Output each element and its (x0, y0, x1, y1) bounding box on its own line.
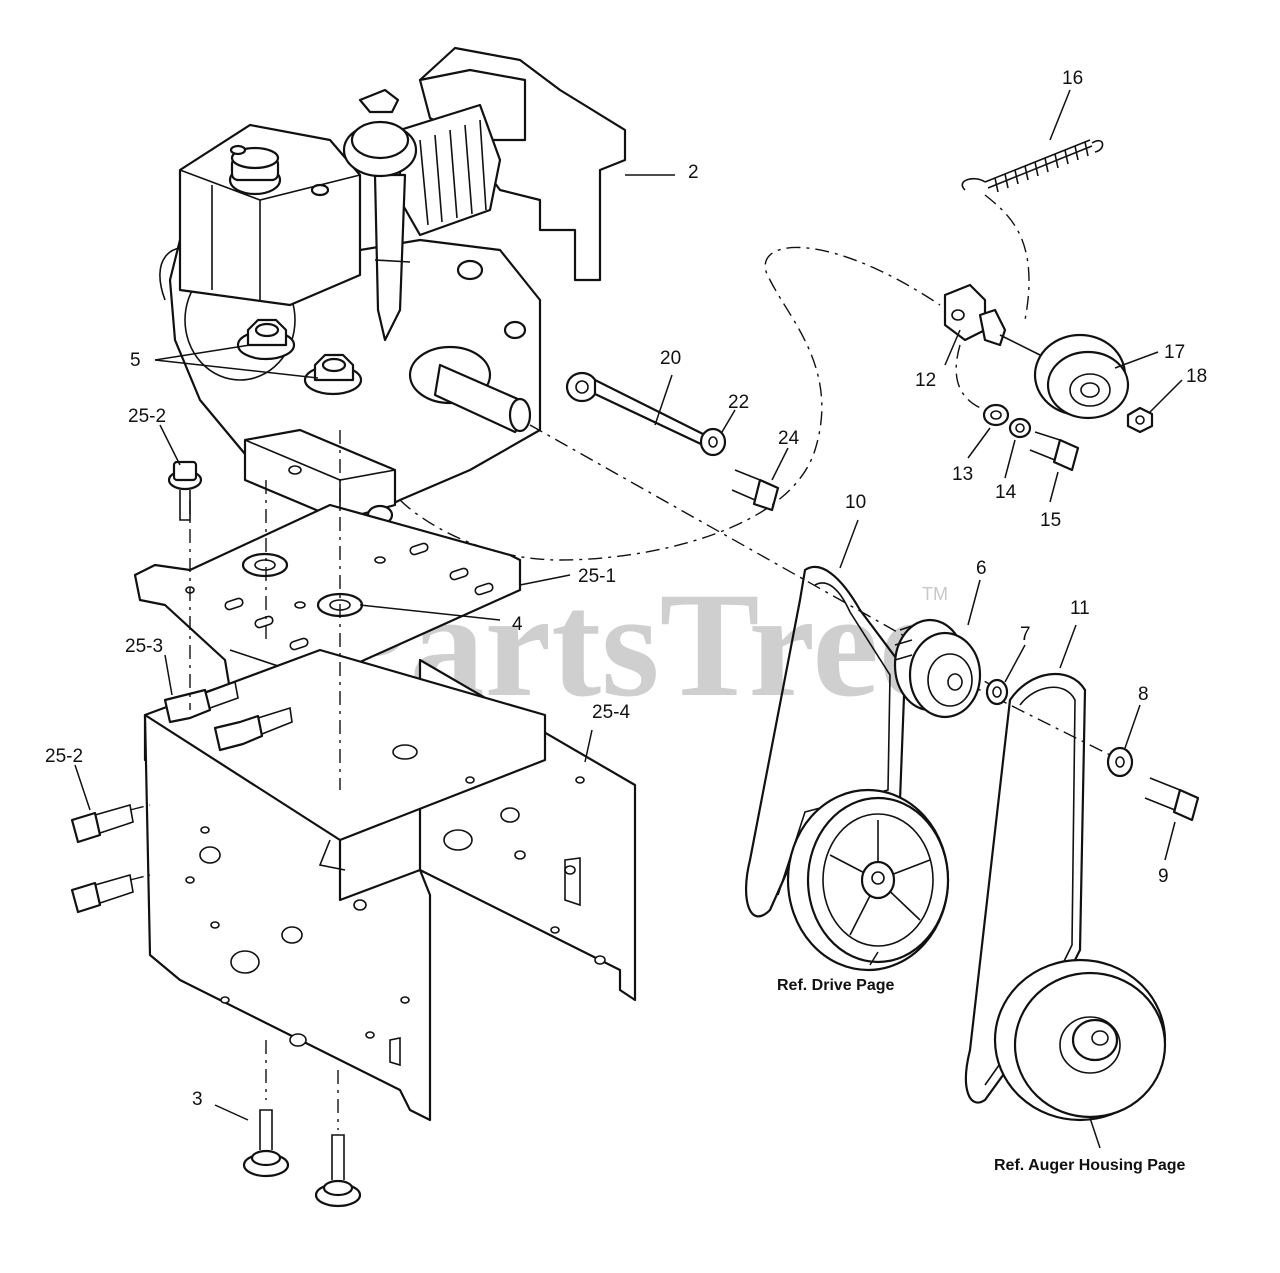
washer-22 (699, 427, 727, 457)
drive-pulley (786, 788, 950, 972)
callout-13: 13 (952, 464, 973, 485)
callout-25-4: 25-4 (592, 702, 630, 723)
callout-17: 17 (1164, 342, 1185, 363)
callout-25-1: 25-1 (578, 566, 616, 587)
callout-14: 14 (995, 482, 1017, 503)
idler-bracket-12 (943, 283, 1041, 356)
callout-12: 12 (915, 370, 936, 391)
callout-25-2-lower: 25-2 (45, 746, 83, 767)
crankshaft (408, 345, 532, 434)
bolt-24 (731, 469, 780, 512)
frame-holes (185, 744, 606, 1047)
callout-15: 15 (1040, 510, 1061, 531)
callout-6: 6 (976, 558, 987, 579)
extension-spring-16 (961, 139, 1104, 321)
callout-25-3: 25-3 (125, 636, 163, 657)
flange-nut-5 (236, 318, 363, 396)
callout-9: 9 (1158, 866, 1169, 887)
bolt-25-2-upper (167, 460, 203, 521)
callout-4: 4 (512, 614, 523, 635)
shaft-key-20 (565, 371, 707, 447)
bolt-15 (1029, 431, 1080, 472)
callout-5: 5 (130, 350, 141, 371)
auger-pulley (993, 958, 1167, 1122)
bolt-9 (1144, 777, 1200, 822)
callout-3: 3 (192, 1089, 203, 1110)
washer-8 (1106, 746, 1134, 778)
callout-20: 20 (660, 348, 681, 369)
engine-assembly (159, 46, 627, 526)
callout-24: 24 (778, 428, 800, 449)
callout-16: 16 (1062, 68, 1083, 89)
cylinder-fins (398, 103, 502, 237)
ref-drive-page: Ref. Drive Page (777, 977, 894, 994)
nut-18 (1126, 406, 1154, 434)
callout-7: 7 (1020, 624, 1031, 645)
reference-labels: Ref. Drive Page Ref. Auger Housing Page (777, 977, 1186, 1174)
callout-11: 11 (1070, 598, 1090, 619)
callout-25-2-upper: 25-2 (128, 406, 166, 427)
callout-18: 18 (1186, 366, 1207, 387)
bolt-25-2-lower (70, 803, 134, 914)
alignment-lines (129, 430, 341, 1130)
carriage-bolt-3 (242, 1109, 362, 1208)
leader-lines (74, 89, 1183, 1149)
spacer-13 (982, 403, 1010, 427)
watermark-trademark: TM (922, 584, 948, 604)
callout-2: 2 (688, 162, 699, 183)
idler-pulley-17 (1033, 333, 1130, 420)
callout-10: 10 (845, 492, 866, 513)
washer-14 (1008, 417, 1032, 439)
callout-8: 8 (1138, 684, 1149, 705)
frame-assembly (143, 648, 637, 1122)
engine-pulley-6 (893, 618, 982, 719)
bolt-25-3 (163, 680, 293, 752)
ref-auger-housing-page: Ref. Auger Housing Page (994, 1157, 1186, 1174)
callout-labels: 2 3 4 5 6 7 8 9 10 11 12 13 14 15 16 17 … (45, 68, 1207, 1110)
callout-22: 22 (728, 392, 749, 413)
washer-7 (985, 678, 1009, 706)
